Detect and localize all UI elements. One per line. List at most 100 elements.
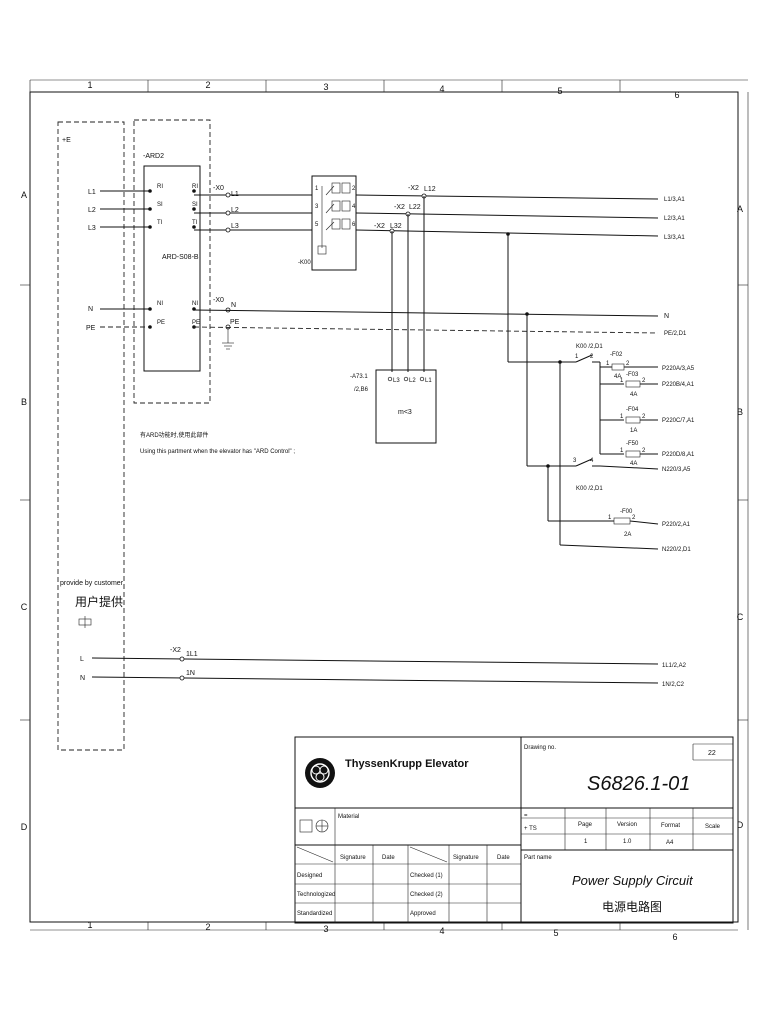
ard-in-ti: TI — [157, 220, 163, 226]
ard-out-ti: TI — [192, 220, 198, 226]
fuse-f02-tag: -F02 — [610, 352, 623, 358]
bottom-out-1l1: 1L1/2,A2 — [662, 663, 687, 669]
x2-l12: L12 — [424, 186, 436, 193]
format-label: Format — [661, 823, 680, 829]
row-label-a: A — [21, 190, 27, 200]
standardized-label: Standardized — [297, 911, 332, 917]
drawing-no-label: Drawing no. — [524, 745, 556, 751]
date-header: Date — [382, 855, 395, 861]
x0-l3: L3 — [231, 223, 239, 230]
row-label-b-right: B — [737, 407, 743, 417]
k00-pin-1: 1 — [315, 186, 319, 192]
a73-term-l3: L3 — [393, 378, 400, 384]
checked2-label: Checked (2) — [410, 892, 443, 898]
k00-contact-2-label: K00 /2,D1 — [576, 486, 603, 492]
version-value: 1.0 — [623, 839, 632, 845]
fuse-f50 — [625, 450, 641, 458]
ard-in-ni: NI — [157, 301, 163, 307]
fuse-f03-rating: 4A — [630, 392, 637, 398]
k00-pin-5: 5 — [315, 222, 319, 228]
output-l2: L2/3,A1 — [664, 216, 685, 222]
eq-label: = — [524, 813, 528, 819]
fuse-f03-out: P220B/4,A1 — [662, 382, 695, 388]
k00-contact-1 — [575, 354, 600, 363]
fuse-f50-pin-2: 2 — [642, 448, 646, 454]
ard-note-en: Using this partment when the elevator ha… — [140, 449, 295, 455]
x2-tag-3: -X2 — [374, 223, 385, 230]
title-block — [294, 736, 734, 924]
fuse-f00 — [613, 517, 631, 525]
page-label: Page — [578, 822, 593, 828]
col-label-bottom-5: 5 — [553, 928, 558, 938]
row-label-a-right: A — [737, 204, 743, 214]
input-l1-label: L1 — [88, 189, 96, 196]
a73-term-l1: L1 — [425, 378, 432, 384]
fuse-f04-pin-1: 1 — [620, 414, 624, 420]
k00-contact-1-pin-1: 1 — [575, 354, 579, 360]
col-label-6: 6 — [674, 90, 679, 100]
k00-contact-1-label: K00 /2,D1 — [576, 344, 603, 350]
customer-note-cn: 用户提供 — [75, 594, 123, 609]
a73-label: m<3 — [398, 409, 412, 416]
col-label-bottom-1: 1 — [87, 920, 92, 930]
page-value: 1 — [584, 839, 588, 845]
fuse-f03-tag: -F03 — [626, 372, 639, 378]
ard-dashed-box — [133, 119, 211, 404]
ard-in-pe: PE — [157, 320, 165, 326]
fuse-f04-out: P220C/7,A1 — [662, 418, 695, 424]
a73-term-l2: L2 — [409, 378, 416, 384]
fuse-f00-out: P220/2,A1 — [662, 522, 691, 528]
bottom-1n: 1N — [186, 670, 195, 677]
sheet-count: 22 — [708, 750, 716, 757]
fuse-f50-tag: -F50 — [626, 441, 639, 447]
ground-symbol — [222, 327, 234, 350]
ard-out-ri: RI — [192, 184, 198, 190]
x0-tag-n: -X0 — [213, 297, 224, 304]
fuse-f50-rating: 4A — [630, 461, 637, 467]
k00-pin-3: 3 — [315, 204, 319, 210]
company-name: ThyssenKrupp Elevator — [345, 758, 469, 770]
part-name-cn: 电源电路图 — [602, 899, 662, 914]
k00-pin-2: 2 — [352, 186, 356, 192]
ard-in-ri: RI — [157, 184, 163, 190]
ard-out-ni: NI — [192, 301, 198, 307]
signature-header-2: Signature — [453, 855, 479, 861]
row-label-c: C — [21, 602, 28, 612]
x0-n: N — [231, 302, 236, 309]
a73-tag: -A73.1 — [350, 374, 368, 380]
fuse-f04 — [625, 416, 641, 424]
col-label-bottom-3: 3 — [323, 924, 328, 934]
fuse-f03-pin-2: 2 — [642, 378, 646, 384]
col-label-2: 2 — [205, 80, 210, 90]
col-label-3: 3 — [323, 82, 328, 92]
fuse-f02-pin-1: 1 — [606, 361, 610, 367]
col-label-4: 4 — [439, 84, 444, 94]
bottom-out-1n: 1N/2,C2 — [662, 682, 685, 688]
version-label: Version — [617, 822, 637, 828]
x2-tag-2: -X2 — [394, 204, 405, 211]
col-label-bottom-6: 6 — [672, 932, 677, 942]
sheet-frame — [29, 91, 739, 923]
x0-l2: L2 — [231, 207, 239, 214]
k00-contact-2 — [575, 458, 600, 467]
x2-tag-1: -X2 — [408, 185, 419, 192]
k00-pin-6: 6 — [352, 222, 356, 228]
approved-label: Approved — [410, 911, 436, 917]
x2-l22: L22 — [409, 204, 421, 211]
ard-module — [143, 165, 201, 372]
ts-label: + TS — [524, 826, 537, 832]
col-label-1: 1 — [87, 80, 92, 90]
fuse-f02 — [611, 363, 625, 371]
fuse-f02-rating: 4A — [614, 374, 621, 380]
k00-pin-4: 4 — [352, 204, 356, 210]
x0-tag: -X0 — [213, 185, 224, 192]
ard-tag: -ARD2 — [143, 153, 164, 160]
ard-out-pe: PE — [192, 320, 200, 326]
bottom-x2-tag: -X2 — [170, 647, 181, 654]
projection-symbol-icon — [299, 819, 329, 833]
k00-contact-2-pin-3: 3 — [573, 458, 577, 464]
row-label-d: D — [21, 822, 28, 832]
k00-tag: -K00 — [298, 260, 311, 266]
fuse-f04-pin-2: 2 — [642, 414, 646, 420]
